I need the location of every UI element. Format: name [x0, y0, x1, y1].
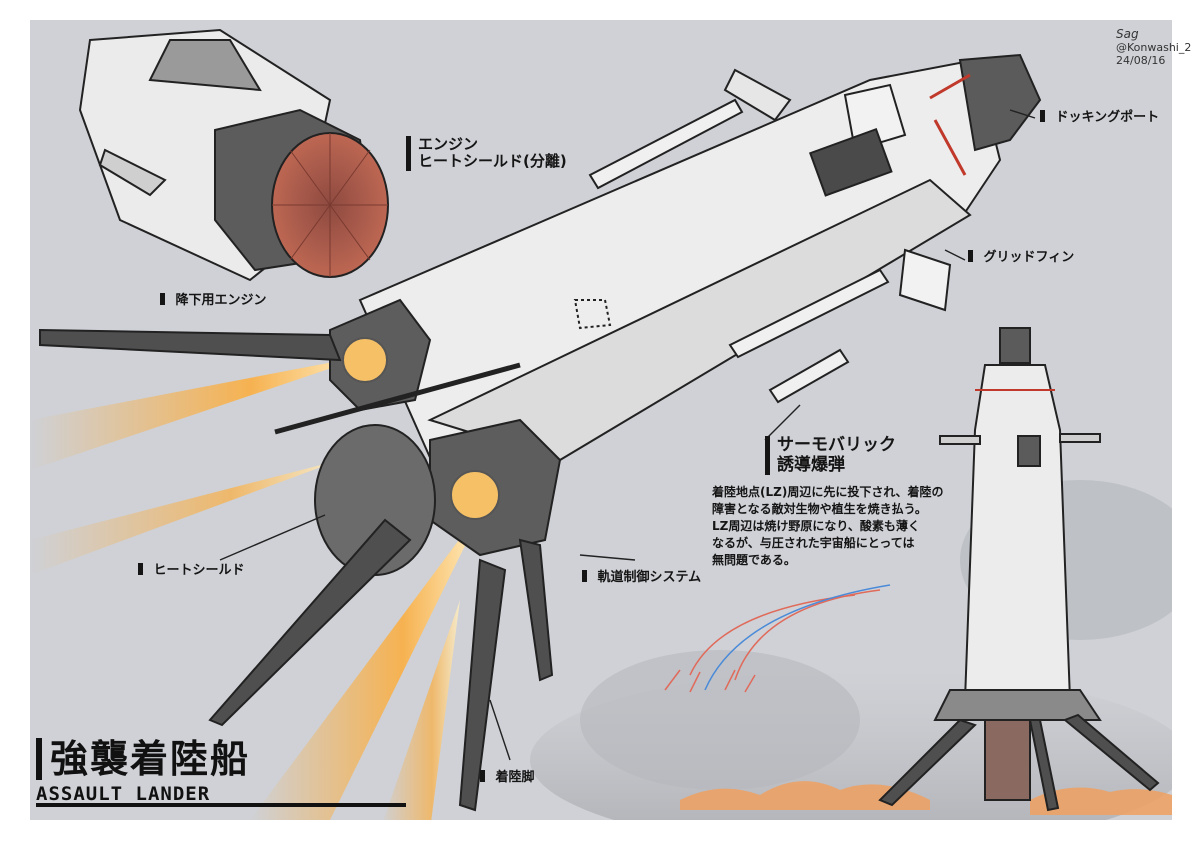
label-landing-leg: 着陸脚: [480, 770, 535, 786]
label-descent-engine: 降下用エンジン: [160, 293, 267, 309]
label-thermobaric-line2: 誘導爆弾: [777, 454, 845, 475]
landed-lander-drawing: [878, 327, 1160, 812]
label-grid-fin: グリッドフィン: [968, 250, 1075, 266]
title-english: ASSAULT LANDER: [36, 783, 211, 805]
engine-exhaust: [30, 355, 485, 820]
label-engine-heat-shield-line2: ヒートシールド(分離): [418, 152, 567, 171]
bomb-trajectory-sketch: [664, 584, 891, 693]
title-japanese: 強襲着陸船: [36, 738, 250, 780]
title-underline: [36, 803, 406, 807]
thermobaric-description: 着陸地点(LZ)周辺に先に投下され、着陸の 障害となる敵対生物や植生を焼き払う。…: [712, 485, 944, 567]
ground-fire: [680, 781, 1172, 815]
label-engine-heat-shield: エンジン ヒートシールド(分離): [406, 135, 567, 171]
label-thermobaric-line1: サーモバリック: [777, 435, 896, 455]
label-thermobaric-bomb: サーモバリック 誘導爆弾: [765, 435, 896, 476]
artist-signature: Sag @Konwashi_2 24/08/16: [1116, 27, 1192, 68]
separated-heat-shield-drawing: [78, 28, 389, 282]
label-engine-heat-shield-line1: エンジン: [418, 135, 479, 153]
label-docking-port: ドッキングポート: [1040, 110, 1160, 126]
label-heat-shield: ヒートシールド: [138, 563, 245, 579]
assault-lander-main-drawing: [39, 53, 1042, 812]
label-orbit-control-system: 軌道制御システム: [582, 570, 702, 586]
callout-lines: [219, 109, 1036, 761]
